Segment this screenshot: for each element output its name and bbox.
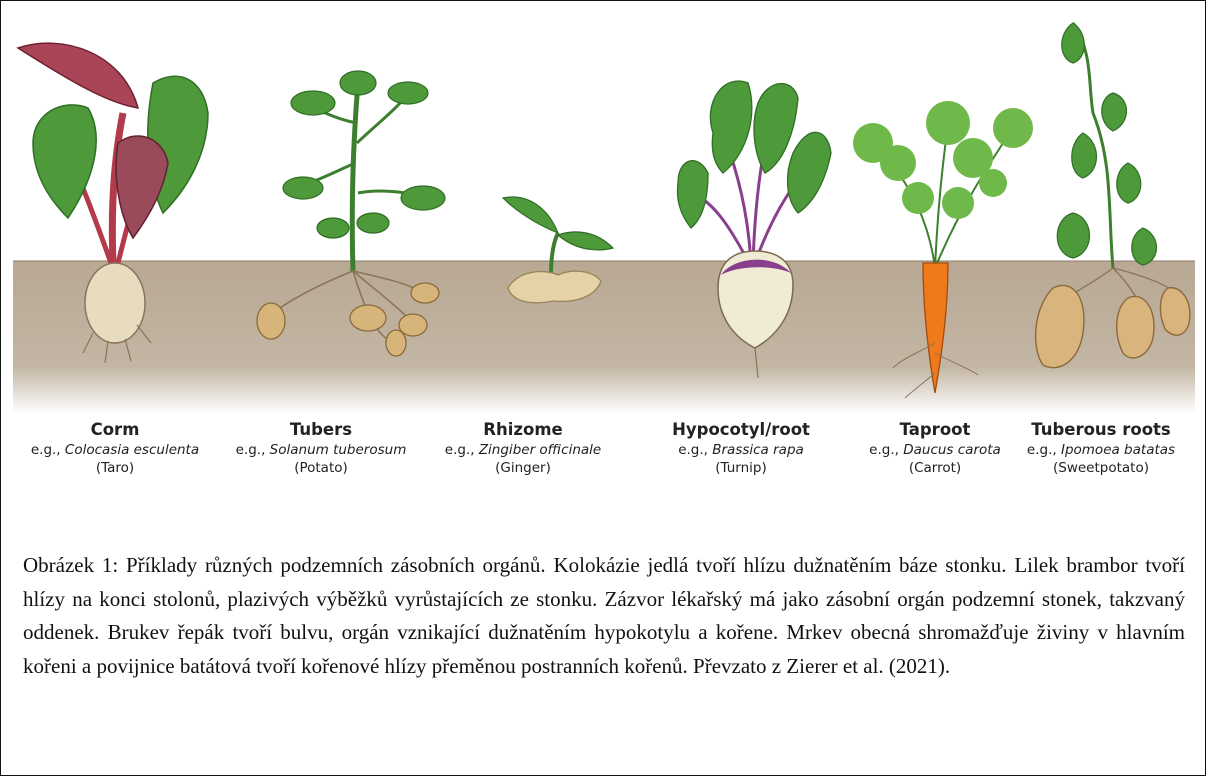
organ-label-tubers: Tubers e.g., Solanum tuberosum (Potato) bbox=[221, 419, 421, 477]
organ-name: Hypocotyl/root bbox=[641, 419, 841, 441]
organ-labels: Corm e.g., Colocasia esculenta (Taro) Tu… bbox=[1, 419, 1206, 499]
organ-example: e.g., Zingiber officinale bbox=[423, 441, 623, 459]
organ-name: Tubers bbox=[221, 419, 421, 441]
soil-band bbox=[13, 261, 1195, 413]
organ-example: e.g., Ipomoea batatas bbox=[1001, 441, 1201, 459]
taro-corm bbox=[85, 263, 145, 343]
organ-example: e.g., Solanum tuberosum bbox=[221, 441, 421, 459]
organ-label-rhizome: Rhizome e.g., Zingiber officinale (Ginge… bbox=[423, 419, 623, 477]
organ-common-name: (Potato) bbox=[221, 459, 421, 477]
organ-common-name: (Ginger) bbox=[423, 459, 623, 477]
figure-caption: Obrázek 1: Příklady různých podzemních z… bbox=[23, 549, 1185, 683]
organ-label-corm: Corm e.g., Colocasia esculenta (Taro) bbox=[15, 419, 215, 477]
potato-tuber bbox=[350, 305, 386, 331]
ginger-plant bbox=[503, 197, 613, 303]
organ-name: Tuberous roots bbox=[1001, 419, 1201, 441]
potato-tuber bbox=[386, 330, 406, 356]
organ-common-name: (Turnip) bbox=[641, 459, 841, 477]
organ-common-name: (Taro) bbox=[15, 459, 215, 477]
potato-tuber bbox=[399, 314, 427, 336]
organ-label-hypocotyl-root: Hypocotyl/root e.g., Brassica rapa (Turn… bbox=[641, 419, 841, 477]
taro-leaf bbox=[116, 136, 168, 238]
potato-tuber bbox=[257, 303, 285, 339]
organ-name: Rhizome bbox=[423, 419, 623, 441]
organ-example: e.g., Brassica rapa bbox=[641, 441, 841, 459]
organ-common-name: (Sweetpotato) bbox=[1001, 459, 1201, 477]
organ-name: Corm bbox=[15, 419, 215, 441]
potato-tuber bbox=[411, 283, 439, 303]
taro-leaf bbox=[18, 43, 138, 108]
storage-organs-illustration bbox=[13, 13, 1195, 413]
sweetpotato-root bbox=[1117, 296, 1154, 358]
organ-label-tuberous-roots: Tuberous roots e.g., Ipomoea batatas (Sw… bbox=[1001, 419, 1201, 477]
organ-example: e.g., Colocasia esculenta bbox=[15, 441, 215, 459]
